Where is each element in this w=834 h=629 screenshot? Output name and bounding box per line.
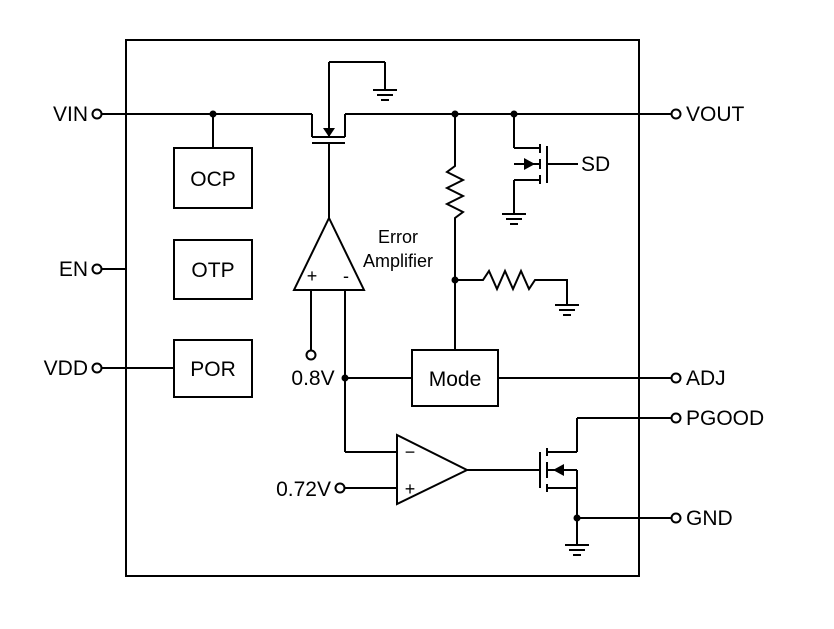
vin-label: VIN: [53, 103, 88, 126]
gnd-pin: [670, 512, 682, 524]
mode-label: Mode: [429, 368, 482, 391]
error-amp-minus: -: [343, 266, 349, 286]
mode-block: Mode: [411, 349, 499, 407]
comparator-plus: +: [405, 479, 416, 499]
resistor-lower: [455, 268, 579, 316]
vref-0v72-pin: [334, 482, 346, 494]
pgood-label: PGOOD: [686, 407, 764, 430]
en-pin: [91, 263, 103, 275]
resistor-upper: [444, 114, 466, 284]
vref-0v8-node: [305, 349, 317, 361]
ocp-label: OCP: [190, 168, 236, 191]
vin-wire: [100, 110, 312, 148]
error-amp-title-line2: Amplifier: [363, 251, 433, 271]
vin-pin: [91, 108, 103, 120]
vref-0v8-label: 0.8V: [291, 367, 334, 390]
error-amp-title-line1: Error: [378, 227, 418, 247]
error-amplifier: [292, 190, 366, 452]
otp-label: OTP: [191, 259, 234, 282]
error-amp-plus: +: [307, 266, 318, 286]
pgood-transistor: [539, 417, 672, 556]
ground-symbol-top: [329, 61, 397, 101]
sd-label: SD: [581, 153, 610, 176]
por-block: POR: [173, 339, 253, 398]
vout-label: VOUT: [686, 103, 745, 126]
adj-label: ADJ: [686, 367, 726, 390]
ic-boundary: [125, 39, 640, 577]
en-label: EN: [59, 258, 88, 281]
vdd-label: VDD: [44, 357, 88, 380]
ocp-block: OCP: [173, 147, 253, 209]
pgood-pin: [670, 412, 682, 424]
sd-transistor: [502, 114, 578, 225]
adj-wire: [341, 374, 672, 382]
vdd-pin: [91, 362, 103, 374]
vout-pin: [670, 108, 682, 120]
por-label: POR: [190, 358, 236, 381]
gnd-label: GND: [686, 507, 733, 530]
comparator: [344, 433, 540, 506]
comparator-minus: −: [405, 442, 416, 462]
pass-transistor: [311, 62, 455, 190]
otp-block: OTP: [173, 239, 253, 300]
adj-pin: [670, 372, 682, 384]
vref-0v72-label: 0.72V: [276, 478, 331, 501]
